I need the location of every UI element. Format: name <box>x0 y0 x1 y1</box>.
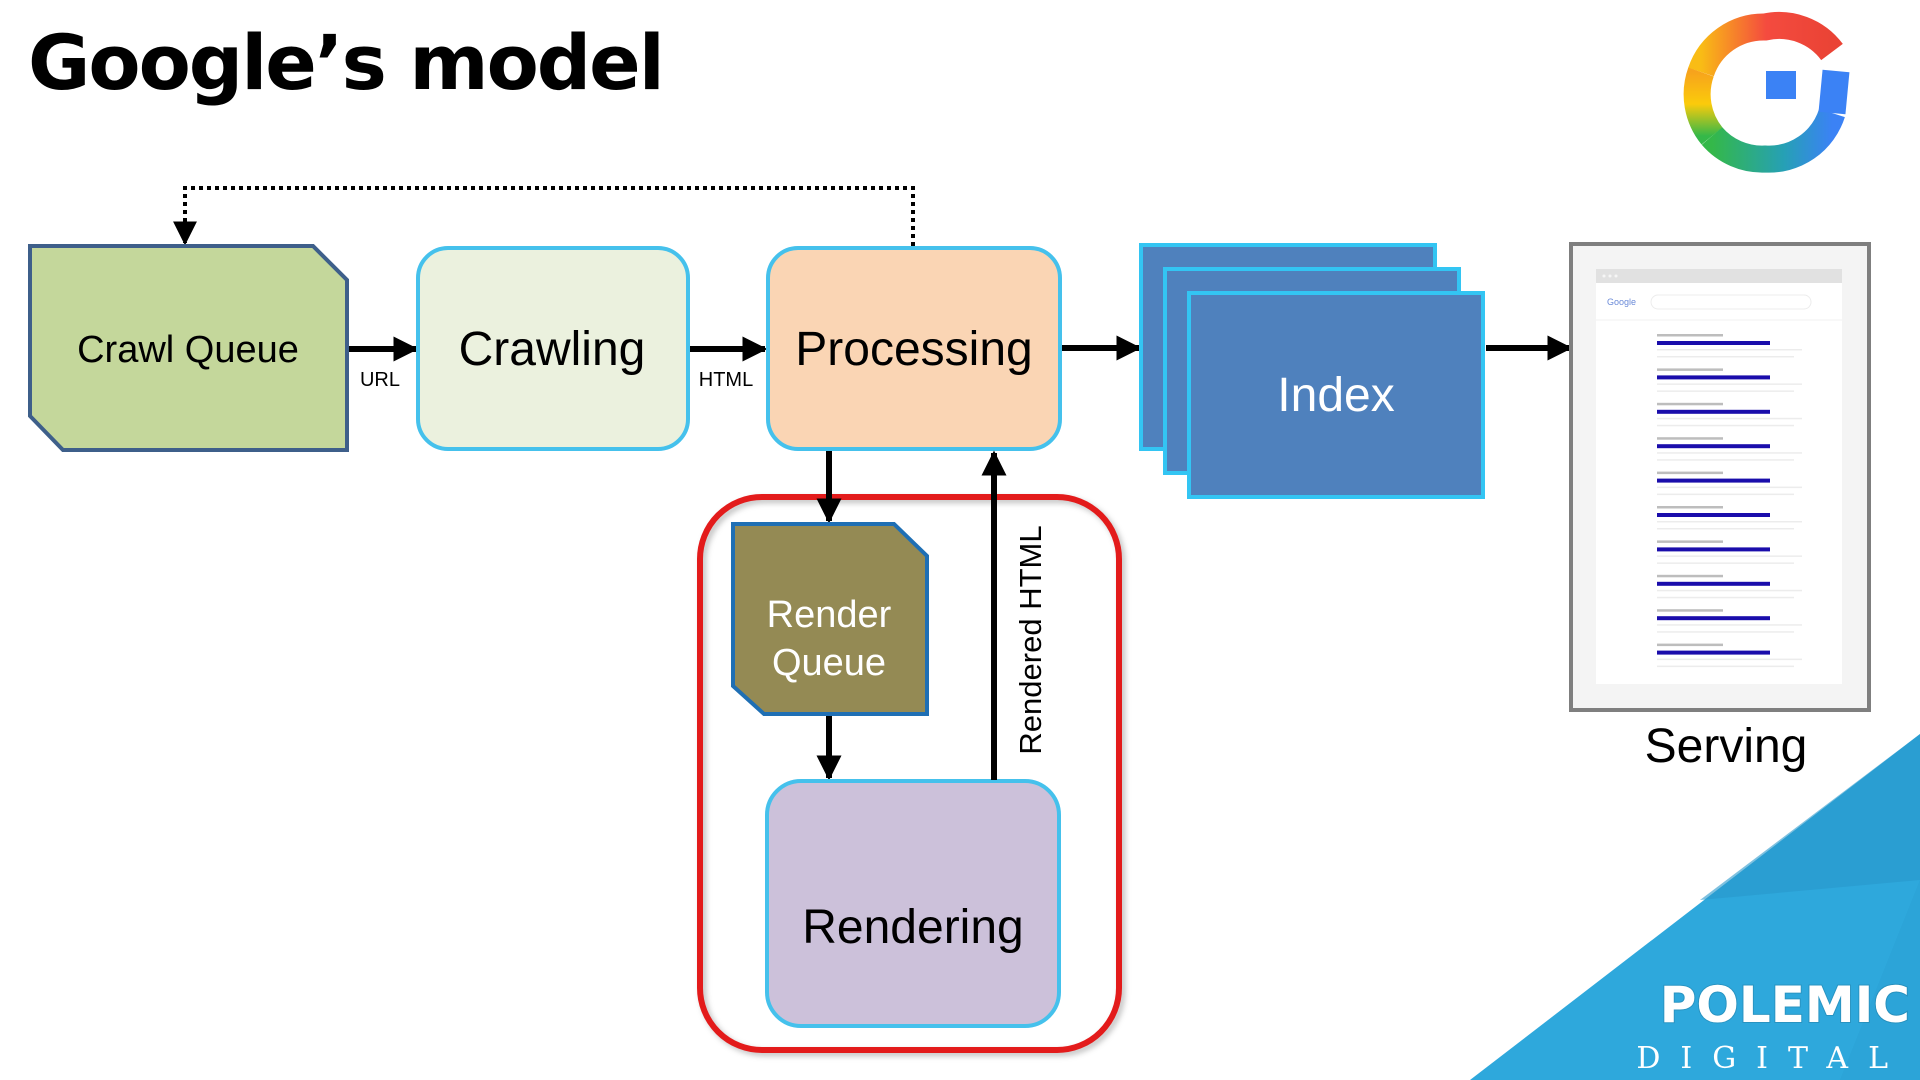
serp-result-title <box>1657 444 1770 449</box>
crawling-label: Crawling <box>459 323 646 376</box>
digital-logo-text: DIGITAL <box>1636 1041 1908 1076</box>
render-queue-node: Render Queue <box>731 522 929 716</box>
serp-result-url <box>1657 402 1723 406</box>
rendering-label: Rendering <box>802 901 1023 954</box>
serp-result-snippet <box>1657 555 1802 557</box>
serp-result <box>1657 334 1802 358</box>
serp-result <box>1657 506 1802 530</box>
serp-result-url <box>1657 643 1723 647</box>
index-node: Index <box>1139 243 1485 499</box>
slide-title: Google’s model <box>28 18 665 107</box>
serp-result-snippet <box>1657 459 1794 461</box>
serp-result-url <box>1657 506 1723 509</box>
rendered-html-label: Rendered HTML <box>1013 525 1048 754</box>
serp-result-snippet <box>1657 596 1794 599</box>
processing-node: Processing <box>766 246 1062 451</box>
crawling-node: Crawling <box>416 246 690 451</box>
serp-result-title <box>1657 375 1770 380</box>
serp-result-url <box>1657 609 1723 612</box>
serp-result <box>1657 471 1802 496</box>
serp-result-url <box>1657 437 1723 440</box>
serp-result-snippet <box>1657 521 1802 523</box>
serp-result <box>1657 540 1802 564</box>
feedback-dotted-arrow <box>173 186 915 246</box>
render-queue-label-line2: Queue <box>772 642 886 684</box>
serp-result-snippet <box>1657 390 1794 392</box>
serp-result-title <box>1657 650 1770 655</box>
polemic-digital-branding: POLEMIC DIGITAL <box>1470 734 1920 1080</box>
serp-result-snippet <box>1657 562 1794 564</box>
serp-browser-bar <box>1596 269 1842 283</box>
serp-result <box>1657 643 1802 668</box>
serp-result-url <box>1657 334 1723 337</box>
crawl-queue-label: Crawl Queue <box>77 329 299 371</box>
index-label: Index <box>1277 369 1394 422</box>
serp-result-snippet <box>1657 349 1802 351</box>
index-card-front <box>1187 291 1485 499</box>
serp-result-snippet <box>1657 589 1802 592</box>
serp-result-url <box>1657 368 1723 371</box>
serp-result-title <box>1657 581 1770 586</box>
serp-result <box>1657 402 1802 427</box>
serp-result-snippet <box>1657 424 1794 427</box>
crawl-queue-node: Crawl Queue <box>28 244 349 452</box>
serp-result-snippet <box>1657 383 1802 385</box>
serp-result-snippet <box>1657 486 1802 489</box>
serp-result-snippet <box>1657 624 1802 626</box>
rendering-node: Rendering <box>765 779 1061 1028</box>
serp-result-title <box>1657 616 1770 621</box>
serp-result-title <box>1657 547 1770 552</box>
serp-result <box>1657 609 1802 633</box>
render-stage-highlight <box>697 494 1122 1053</box>
serp-result-title <box>1657 478 1770 483</box>
serp-result-snippet <box>1657 658 1802 661</box>
serp-result <box>1657 437 1802 461</box>
serp-results-list <box>1657 334 1802 668</box>
serp-result-title <box>1657 341 1770 345</box>
serp-result-title <box>1657 513 1770 517</box>
serp-result <box>1657 574 1802 599</box>
serp-result <box>1657 368 1802 392</box>
serp-google-logo: Google <box>1607 297 1636 307</box>
processing-label: Processing <box>795 323 1032 376</box>
serving-label: Serving <box>1645 720 1808 773</box>
serp-result-snippet <box>1657 356 1794 358</box>
serp-result-url <box>1657 540 1723 543</box>
serp-result-snippet <box>1657 631 1794 633</box>
serp-page <box>1596 269 1842 684</box>
serp-result-snippet <box>1657 493 1794 496</box>
google-g-logo-icon <box>1683 11 1850 173</box>
serp-result-snippet <box>1657 528 1794 530</box>
render-queue-label-line1: Render <box>767 594 892 636</box>
html-label: HTML <box>699 369 753 391</box>
serp-result-snippet <box>1657 417 1802 420</box>
serp-result-snippet <box>1657 665 1794 668</box>
serp-result-url <box>1657 471 1723 475</box>
url-label: URL <box>360 369 400 391</box>
serp-search-box <box>1650 294 1812 310</box>
serp-result-title <box>1657 409 1770 414</box>
serp-result-snippet <box>1657 452 1802 454</box>
polemic-logo-text: POLEMIC <box>1660 976 1910 1034</box>
serp-result-url <box>1657 574 1723 578</box>
serving-node: Google Serving <box>1569 242 1871 773</box>
